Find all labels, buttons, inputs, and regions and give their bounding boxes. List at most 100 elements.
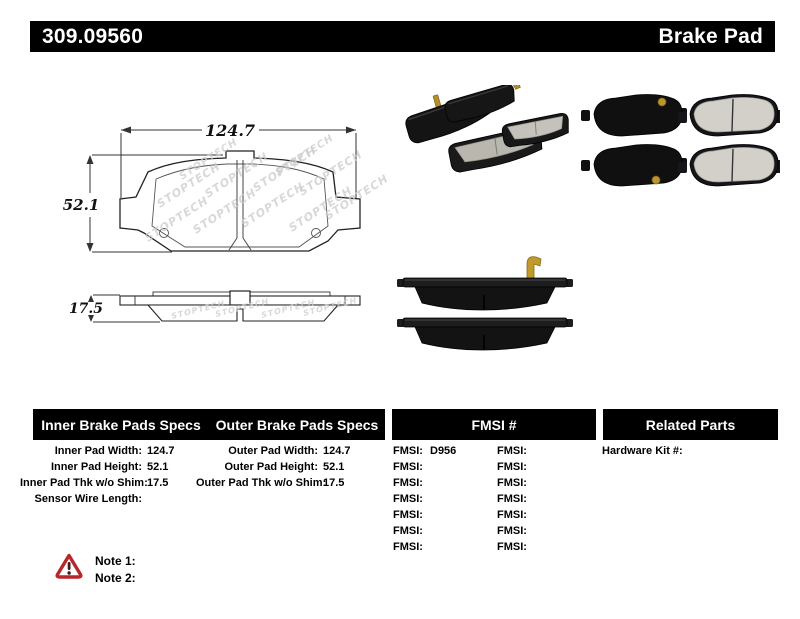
product-photo-pads-side bbox=[397, 256, 573, 351]
spec-label: Inner Pad Width: bbox=[54, 445, 142, 457]
table-row: FMSI: bbox=[497, 459, 534, 475]
center-slot bbox=[228, 160, 252, 251]
pad-photo-friction-bottom bbox=[678, 144, 780, 187]
table-row: FMSI: bbox=[497, 539, 534, 555]
fmsi-label: FMSI: bbox=[393, 461, 423, 473]
related-label: Hardware Kit #: bbox=[602, 445, 683, 457]
table-row: Outer Pad Thk w/o Shim: 17.5 bbox=[196, 475, 351, 491]
fmsi-label: FMSI: bbox=[497, 461, 527, 473]
table-row: Hardware Kit #: bbox=[602, 443, 688, 459]
table-row: FMSI: bbox=[497, 491, 534, 507]
friction-outline bbox=[151, 163, 329, 248]
table-row: FMSI: bbox=[497, 443, 534, 459]
fmsi-label: FMSI: bbox=[497, 445, 527, 457]
fmsi-label: FMSI: bbox=[497, 525, 527, 537]
wear-sensor-clip bbox=[509, 85, 521, 90]
fmsi-label: FMSI: bbox=[393, 493, 423, 505]
table-row: Outer Pad Height: 52.1 bbox=[196, 459, 351, 475]
fmsi-label: FMSI: bbox=[497, 477, 527, 489]
inner-specs-column: Inner Pad Width: 124.7 Inner Pad Height:… bbox=[20, 443, 175, 507]
spec-value: 17.5 bbox=[147, 477, 169, 489]
dimension-height-label: 52.1 bbox=[63, 196, 100, 214]
pad-photo-black-2 bbox=[444, 85, 521, 123]
table-row: FMSI: D956 bbox=[393, 443, 456, 459]
note-label: Note 1: bbox=[95, 553, 136, 568]
product-photo-pads-flat bbox=[581, 94, 780, 187]
note-label: Note 2: bbox=[95, 570, 136, 585]
arrowhead-down bbox=[88, 315, 94, 322]
wear-sensor-rivet bbox=[657, 97, 667, 107]
table-row: Inner Pad Width: 124.7 bbox=[20, 443, 175, 459]
spec-label: Sensor Wire Length: bbox=[34, 493, 142, 505]
spec-value: 52.1 bbox=[323, 461, 345, 473]
wear-sensor-rivet bbox=[651, 175, 661, 185]
table-row: FMSI: bbox=[393, 459, 456, 475]
arrowhead-up bbox=[88, 295, 94, 302]
inner-specs-header: Inner Brake Pads Specs bbox=[41, 416, 201, 433]
dimension-width-label: 124.7 bbox=[205, 121, 255, 140]
chamfer-mark-left bbox=[159, 228, 169, 238]
backing-plate-outline bbox=[119, 150, 361, 252]
fmsi-left-column: FMSI: D956 FMSI: FMSI: FMSI: FMSI: FMSI:… bbox=[393, 443, 456, 555]
table-row: FMSI: bbox=[497, 523, 534, 539]
spec-value: 124.7 bbox=[147, 445, 175, 457]
table-row: Outer Pad Width: 124.7 bbox=[196, 443, 350, 459]
related-parts-header: Related Parts bbox=[645, 416, 736, 433]
outer-specs-header: Outer Brake Pads Specs bbox=[215, 416, 379, 433]
arrowhead-right bbox=[346, 126, 356, 134]
chamfer-mark-right bbox=[311, 228, 321, 238]
spec-label: Outer Pad Width: bbox=[228, 445, 318, 457]
friction-side-outline bbox=[146, 304, 340, 322]
specs-header-bar: Inner Brake Pads Specs Outer Brake Pads … bbox=[33, 409, 385, 440]
wear-sensor-wire bbox=[526, 256, 542, 279]
fmsi-header-bar: FMSI # bbox=[392, 409, 596, 440]
fmsi-label: FMSI: bbox=[497, 493, 527, 505]
note-row: Note 2: bbox=[95, 569, 141, 586]
pad-photo-friction-2 bbox=[501, 112, 569, 148]
note-row: Note 1: bbox=[95, 552, 141, 569]
pad-photo-back-bottom bbox=[581, 144, 687, 187]
fmsi-label: FMSI: bbox=[393, 477, 423, 489]
product-photo-pad-set bbox=[405, 85, 569, 173]
spec-label: Outer Pad Thk w/o Shim: bbox=[196, 477, 327, 489]
spec-value: 52.1 bbox=[147, 461, 169, 473]
fmsi-header: FMSI # bbox=[471, 416, 517, 433]
fmsi-label: FMSI: bbox=[393, 525, 423, 537]
spec-value: 17.5 bbox=[323, 477, 345, 489]
pad-side-top bbox=[397, 277, 573, 311]
spec-label: Inner Pad Thk w/o Shim: bbox=[20, 477, 148, 489]
table-row: Inner Pad Height: 52.1 bbox=[20, 459, 175, 475]
table-row: FMSI: bbox=[393, 507, 456, 523]
fmsi-label: FMSI: bbox=[393, 541, 423, 553]
fmsi-label: FMSI: bbox=[497, 541, 527, 553]
table-row: FMSI: bbox=[393, 523, 456, 539]
pad-photo-back-top bbox=[581, 94, 687, 137]
dimension-thickness-label: 17.5 bbox=[69, 301, 103, 317]
notes-section: Note 1: Note 2: bbox=[95, 552, 141, 586]
table-row: Inner Pad Thk w/o Shim: 17.5 bbox=[20, 475, 175, 491]
pad-side-bottom bbox=[397, 317, 573, 351]
related-parts-column: Hardware Kit #: bbox=[602, 443, 688, 459]
fmsi-value: D956 bbox=[430, 445, 457, 457]
arrowhead-up bbox=[86, 155, 94, 164]
spec-label: Outer Pad Height: bbox=[224, 461, 318, 473]
arrowhead-left bbox=[121, 126, 131, 134]
fmsi-label: FMSI: bbox=[393, 445, 423, 457]
fmsi-label: FMSI: bbox=[497, 509, 527, 521]
table-row: FMSI: bbox=[497, 507, 534, 523]
table-row: FMSI: bbox=[393, 475, 456, 491]
table-row: FMSI: bbox=[393, 491, 456, 507]
arrowhead-down bbox=[86, 243, 94, 252]
pad-photo-friction-top bbox=[678, 94, 780, 137]
fmsi-label: FMSI: bbox=[393, 509, 423, 521]
pad-side-drawing: 17.5 STOPTECH STOPTECH STOPTECH STOPTECH bbox=[69, 290, 361, 323]
product-name: Brake Pad bbox=[658, 24, 763, 48]
warning-triangle-icon bbox=[55, 553, 83, 579]
table-row: FMSI: bbox=[497, 475, 534, 491]
pad-front-drawing: 124.7 52.1 STOPTECH STOPTECH STOPTECH ST… bbox=[63, 121, 391, 253]
width-dimension-lines bbox=[120, 129, 357, 198]
outer-specs-column: Outer Pad Width: 124.7 Outer Pad Height:… bbox=[196, 443, 351, 491]
part-number: 309.09560 bbox=[42, 24, 144, 48]
table-row: FMSI: bbox=[393, 539, 456, 555]
